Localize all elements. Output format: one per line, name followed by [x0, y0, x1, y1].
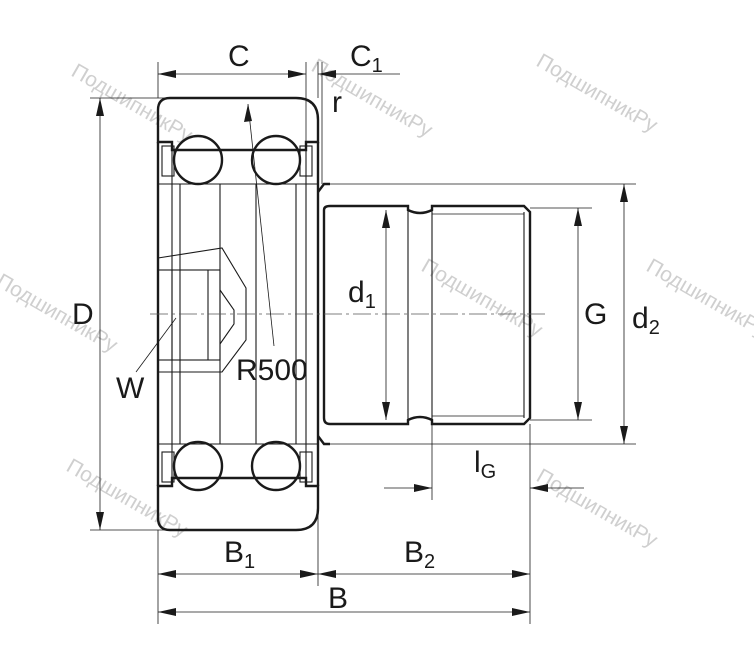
watermark-text: ПодшипникРу	[0, 269, 122, 357]
label-lG: lG	[474, 446, 496, 483]
dimension-lG: lG	[384, 424, 584, 500]
dimension-D: D	[72, 97, 170, 531]
watermark-text: ПодшипникРу	[533, 464, 662, 552]
label-R500: R500	[236, 354, 308, 387]
label-D: D	[72, 298, 94, 331]
label-d2: d2	[632, 302, 660, 339]
watermark-text: ПодшипникРу	[68, 59, 197, 147]
dimension-B2: B2	[318, 500, 531, 624]
label-W: W	[116, 372, 145, 405]
dimension-r: r	[321, 62, 342, 184]
label-B2: B2	[404, 536, 435, 573]
dimension-C: C	[157, 40, 319, 142]
watermark-text: ПодшипникРу	[533, 49, 662, 137]
dimension-G: G	[530, 207, 607, 421]
ball-bottom-left	[172, 440, 224, 492]
dimension-W: W	[116, 317, 177, 405]
label-B1: B1	[224, 536, 255, 573]
stud-shaft	[317, 182, 532, 446]
label-G: G	[584, 298, 607, 331]
label-d1: d1	[348, 276, 376, 313]
rolling-elements	[158, 134, 318, 492]
ball-top-right	[250, 134, 302, 186]
label-C: C	[228, 40, 250, 73]
label-r: r	[332, 86, 342, 119]
watermark-text: ПодшипникРу	[418, 254, 547, 342]
dimension-d2: d2	[330, 183, 660, 445]
ball-top-left	[172, 134, 224, 186]
dimension-C1: C1	[318, 40, 400, 78]
dimension-B1: B1	[157, 486, 319, 624]
dimension-d1: d1	[348, 210, 390, 420]
label-C1: C1	[350, 40, 383, 77]
dimension-R500: R500	[236, 103, 308, 387]
watermark-layer: ПодшипникРу ПодшипникРу ПодшипникРу Подш…	[0, 49, 754, 552]
label-B: B	[328, 582, 348, 615]
dimension-B: B	[158, 582, 530, 616]
ball-bottom-right	[250, 440, 302, 492]
